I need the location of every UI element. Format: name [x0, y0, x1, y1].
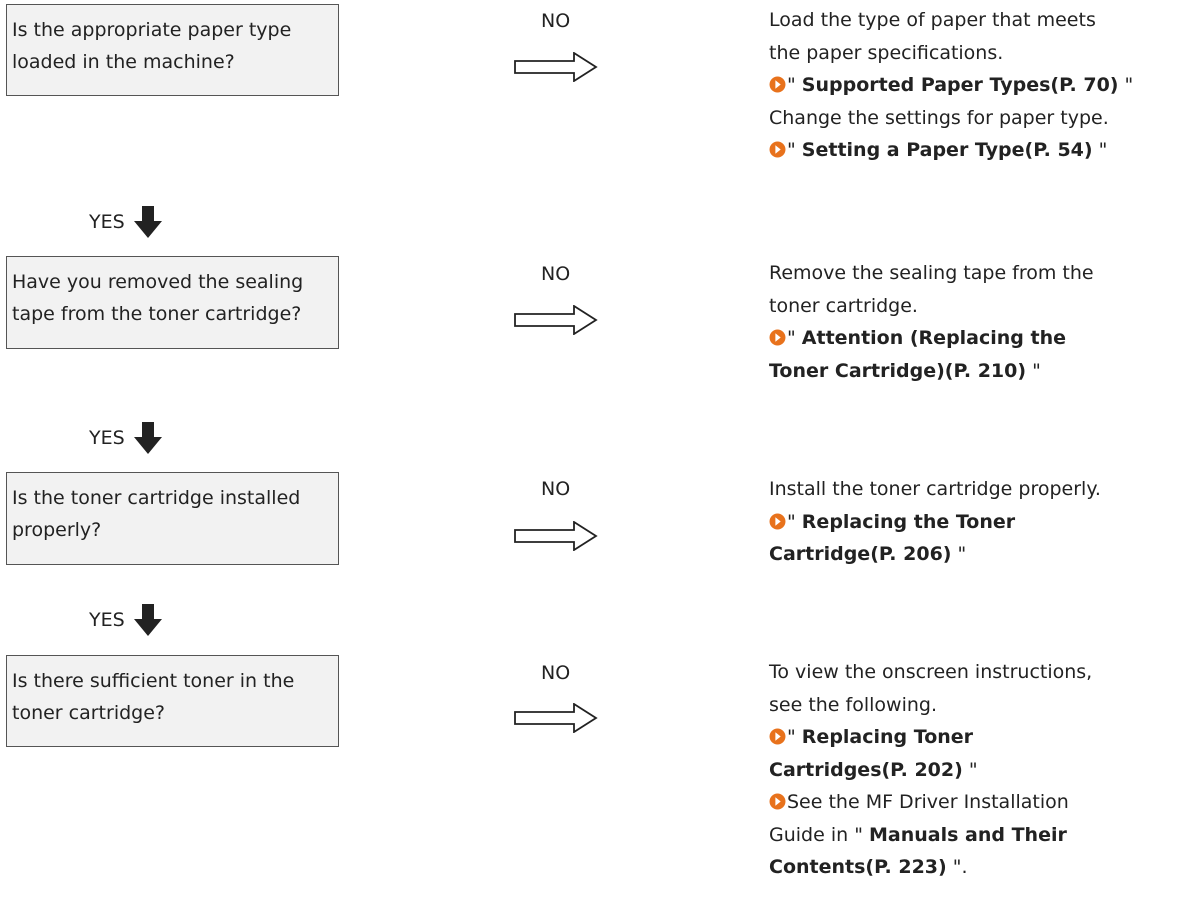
answer-text: toner cartridge.: [769, 294, 918, 317]
answer-text: Remove the sealing tape from the: [769, 262, 1094, 284]
answer-link-line[interactable]: " Supported Paper Types(P. 70) ": [769, 69, 1189, 102]
question-box-sufficient-toner: Is there sufficient toner in the toner c…: [6, 655, 339, 747]
solid-arrow-down-icon: [133, 206, 162, 238]
link-attention-replacing-cont[interactable]: Toner Cartridge)(P. 210): [769, 359, 1027, 382]
answer-text: See the MF Driver Installation: [787, 791, 1069, 813]
question-line: tape from the toner cartridge?: [12, 303, 302, 325]
quote-mark: ": [787, 726, 796, 748]
no-label: NO: [541, 478, 571, 500]
hollow-arrow-right-icon: [514, 52, 598, 82]
answer-sufficient-toner: To view the onscreen instructions, see t…: [769, 656, 1189, 884]
question-line: Is the appropriate paper type: [12, 19, 292, 41]
quote-mark: ": [1124, 74, 1134, 96]
quote-mark: ": [787, 510, 796, 533]
no-label: NO: [541, 263, 571, 285]
answer-link-line[interactable]: Guide in " Manuals and Their: [769, 819, 1189, 852]
quote-mark: ": [787, 327, 796, 349]
link-replacing-toner-cartridge[interactable]: Replacing the Toner: [801, 510, 1016, 533]
answer-link-line[interactable]: " Attention (Replacing the: [769, 322, 1189, 355]
question-line: properly?: [12, 519, 102, 541]
circle-arrow-right-icon: [769, 141, 786, 158]
answer-link-line[interactable]: " Replacing Toner: [769, 721, 1189, 754]
yes-indicator: YES: [89, 420, 163, 456]
yes-label: YES: [89, 609, 125, 631]
answer-text: Guide in ": [769, 823, 863, 846]
yes-indicator: YES: [89, 204, 163, 240]
answer-link-line[interactable]: See the MF Driver Installation: [769, 786, 1189, 819]
quote-mark: ": [1098, 139, 1108, 161]
answer-text: Install the toner cartridge properly.: [769, 478, 1101, 500]
quote-mark: ": [787, 139, 796, 161]
answer-text: To view the onscreen instructions,: [769, 661, 1093, 683]
solid-arrow-down-icon: [133, 604, 162, 636]
question-box-cartridge-installed: Is the toner cartridge installed properl…: [6, 472, 339, 565]
answer-link-line[interactable]: Cartridges(P. 202) ": [769, 754, 1189, 787]
hollow-arrow-right-icon: [514, 703, 598, 733]
no-label: NO: [541, 10, 571, 32]
link-replacing-toner-cartridge-cont[interactable]: Cartridge(P. 206): [769, 543, 952, 565]
link-replacing-toner-cartridges-cont[interactable]: Cartridges(P. 202): [769, 758, 963, 781]
answer-sealing-tape: Remove the sealing tape from the toner c…: [769, 257, 1189, 387]
circle-arrow-right-icon: [769, 329, 786, 346]
answer-link-line[interactable]: " Replacing the Toner: [769, 506, 1189, 539]
answer-text: ".: [952, 856, 968, 878]
circle-arrow-right-icon: [769, 76, 786, 93]
hollow-arrow-right-icon: [514, 305, 598, 335]
hollow-arrow-right-icon: [514, 521, 598, 551]
answer-paper-type: Load the type of paper that meets the pa…: [769, 4, 1189, 167]
circle-arrow-right-icon: [769, 728, 786, 745]
link-supported-paper-types[interactable]: Supported Paper Types(P. 70): [801, 74, 1119, 96]
quote-mark: ": [957, 543, 967, 565]
answer-text: see the following.: [769, 693, 937, 716]
yes-indicator: YES: [89, 602, 163, 638]
answer-text: Change the settings for paper type.: [769, 106, 1109, 129]
answer-link-line[interactable]: Toner Cartridge)(P. 210) ": [769, 355, 1189, 388]
yes-label: YES: [89, 427, 125, 449]
question-line: toner cartridge?: [12, 702, 165, 724]
question-box-sealing-tape: Have you removed the sealing tape from t…: [6, 256, 339, 349]
link-manuals-contents-cont[interactable]: Contents(P. 223): [769, 856, 947, 878]
answer-cartridge-installed: Install the toner cartridge properly. " …: [769, 473, 1189, 571]
circle-arrow-right-icon: [769, 793, 786, 810]
link-manuals-contents[interactable]: Manuals and Their: [868, 823, 1067, 846]
answer-link-line[interactable]: Contents(P. 223) ".: [769, 851, 1189, 884]
solid-arrow-down-icon: [133, 422, 162, 454]
link-setting-paper-type[interactable]: Setting a Paper Type(P. 54): [801, 139, 1093, 161]
link-replacing-toner-cartridges[interactable]: Replacing Toner: [801, 726, 974, 748]
quote-mark: ": [968, 758, 978, 781]
question-line: Is there sufficient toner in the: [12, 670, 295, 692]
answer-text: the paper specifications.: [769, 41, 1004, 64]
question-line: Have you removed the sealing: [12, 271, 304, 293]
question-box-paper-type: Is the appropriate paper type loaded in …: [6, 4, 339, 96]
circle-arrow-right-icon: [769, 513, 786, 529]
quote-mark: ": [787, 74, 796, 96]
link-attention-replacing[interactable]: Attention (Replacing the: [801, 327, 1067, 349]
question-line: loaded in the machine?: [12, 51, 235, 73]
no-label: NO: [541, 662, 571, 684]
question-line: Is the toner cartridge installed: [12, 487, 301, 509]
quote-mark: ": [1032, 359, 1041, 382]
answer-link-line[interactable]: Cartridge(P. 206) ": [769, 538, 1189, 571]
yes-label: YES: [89, 211, 125, 233]
answer-text: Load the type of paper that meets: [769, 9, 1096, 31]
answer-link-line[interactable]: " Setting a Paper Type(P. 54) ": [769, 134, 1189, 167]
